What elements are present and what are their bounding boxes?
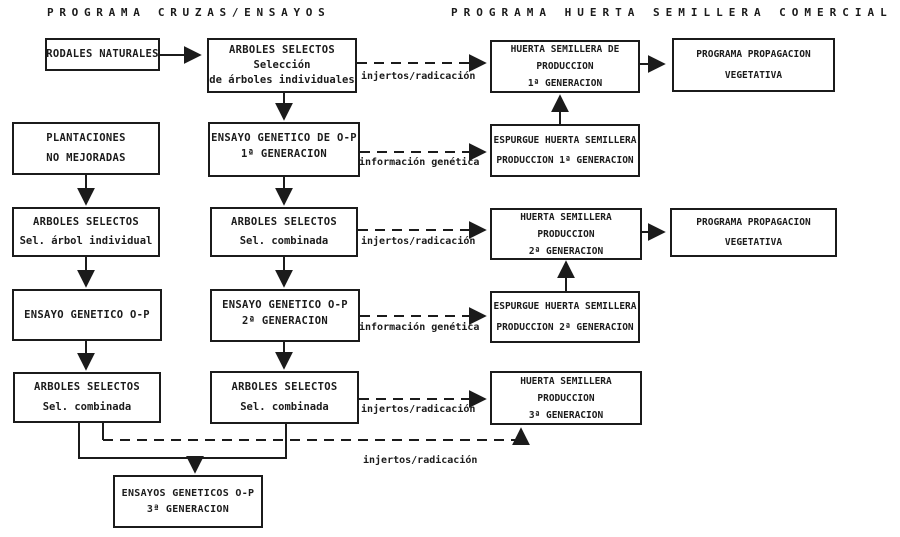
box-huerta-semillera-1gen: HUERTA SEMILLERA DE PRODUCCION 1ª GENERA… bbox=[490, 40, 640, 93]
box-espurgue-huerta-2gen: ESPURGUE HUERTA SEMILLERA PRODUCCION 2ª … bbox=[490, 291, 640, 343]
box-title: HUERTA SEMILLERA bbox=[520, 211, 612, 223]
box-title: ENSAYO GENETICO DE O-P bbox=[211, 132, 357, 144]
box-arboles-selectos-combinada-2: ARBOLES SELECTOS Sel. combinada bbox=[210, 207, 358, 257]
box-title: 3ª GENERACION bbox=[146, 504, 230, 515]
box-title: PRODUCCION bbox=[536, 61, 594, 72]
header-programa-huerta-semillera-comercial: PROGRAMA HUERTA SEMILLERA COMERCIAL bbox=[451, 6, 893, 19]
box-arboles-selectos-combinada-left: ARBOLES SELECTOS Sel. combinada bbox=[13, 372, 161, 423]
box-ensayo-genetico-op-left: ENSAYO GENETICO O-P bbox=[12, 289, 162, 341]
box-ensayos-geneticos-op-3gen: ENSAYOS GENETICOS O-P 3ª GENERACION bbox=[113, 475, 263, 528]
box-ensayo-genetico-op-2gen: ENSAYO GENETICO O-P 2ª GENERACION bbox=[210, 289, 360, 342]
box-title: HUERTA SEMILLERA DE bbox=[510, 44, 620, 55]
box-title: 2ª GENERACION bbox=[241, 315, 329, 327]
box-programa-propagacion-vegetativa-2: PROGRAMA PROPAGACION VEGETATIVA bbox=[670, 208, 837, 257]
box-title: ESPURGUE HUERTA SEMILLERA bbox=[493, 134, 637, 146]
box-title: HUERTA SEMILLERA bbox=[520, 375, 612, 387]
box-title: 2ª GENERACION bbox=[528, 245, 604, 257]
box-title: PROGRAMA PROPAGACION bbox=[696, 217, 811, 229]
box-title: PRODUCCION 1ª GENERACION bbox=[496, 155, 634, 167]
box-title: 1ª GENERACION bbox=[240, 148, 328, 160]
dashed-connectors bbox=[103, 54, 519, 441]
box-title: ARBOLES SELECTOS bbox=[229, 44, 335, 56]
box-huerta-semillera-2gen: HUERTA SEMILLERA PRODUCCION 2ª GENERACIO… bbox=[490, 208, 642, 260]
box-title: ARBOLES SELECTOS bbox=[231, 380, 338, 393]
box-title: PLANTACIONES bbox=[46, 131, 126, 144]
solid-connectors bbox=[77, 46, 666, 474]
box-title: RODALES NATURALES bbox=[46, 48, 159, 60]
box-title: 3ª GENERACION bbox=[528, 409, 604, 421]
box-title: 1ª GENERACION bbox=[527, 78, 603, 89]
box-subtitle: Sel. combinada bbox=[239, 235, 329, 248]
box-title: ENSAYO GENETICO O-P bbox=[222, 299, 348, 311]
edge-label-informacion-genetica-1: información genética bbox=[359, 157, 480, 168]
edge-label-injertos-radicacion-2: injertos/radicación bbox=[361, 236, 476, 247]
box-arboles-selectos-individuales: ARBOLES SELECTOS Selección de árboles in… bbox=[207, 38, 357, 93]
edge-label-injertos-radicacion-1: injertos/radicación bbox=[361, 71, 476, 82]
box-title: ENSAYOS GENETICOS O-P bbox=[121, 488, 255, 499]
box-arboles-selectos-arbol-individual: ARBOLES SELECTOS Sel. árbol individual bbox=[12, 207, 160, 257]
edge-label-injertos-radicacion-4: injertos/radicación bbox=[363, 455, 478, 466]
box-huerta-semillera-3gen: HUERTA SEMILLERA PRODUCCION 3ª GENERACIO… bbox=[490, 371, 642, 425]
box-subtitle: Sel. árbol individual bbox=[19, 235, 153, 248]
box-title: ENSAYO GENETICO O-P bbox=[24, 308, 150, 321]
box-title: ARBOLES SELECTOS bbox=[33, 215, 139, 228]
box-subtitle: Sel. combinada bbox=[42, 401, 132, 413]
box-title: PRODUCCION bbox=[537, 228, 595, 240]
box-rodales-naturales: RODALES NATURALES bbox=[45, 38, 160, 71]
box-subtitle: de árboles individuales bbox=[209, 74, 355, 86]
box-title: VEGETATIVA bbox=[724, 236, 783, 248]
edge-label-informacion-genetica-2: información genética bbox=[359, 322, 480, 333]
box-title: NO MEJORADAS bbox=[46, 152, 126, 165]
box-espurgue-huerta-1gen: ESPURGUE HUERTA SEMILLERA PRODUCCION 1ª … bbox=[490, 124, 640, 177]
box-title: PRODUCCION bbox=[537, 392, 595, 404]
box-title: VEGETATIVA bbox=[724, 70, 783, 81]
edge-label-injertos-radicacion-3: injertos/radicación bbox=[361, 404, 476, 415]
box-subtitle: Selección bbox=[253, 59, 311, 71]
box-subtitle: Sel. combinada bbox=[240, 401, 329, 414]
box-title: ARBOLES SELECTOS bbox=[34, 381, 140, 393]
box-title: PRODUCCION 2ª GENERACION bbox=[496, 321, 634, 333]
box-title: ESPURGUE HUERTA SEMILLERA bbox=[493, 301, 637, 313]
box-programa-propagacion-vegetativa-1: PROGRAMA PROPAGACION VEGETATIVA bbox=[672, 38, 835, 92]
box-ensayo-genetico-op-1gen: ENSAYO GENETICO DE O-P 1ª GENERACION bbox=[208, 122, 360, 177]
box-plantaciones-no-mejoradas: PLANTACIONES NO MEJORADAS bbox=[12, 122, 160, 175]
box-title: ARBOLES SELECTOS bbox=[231, 215, 337, 228]
box-arboles-selectos-combinada-3: ARBOLES SELECTOS Sel. combinada bbox=[210, 371, 359, 424]
box-title: PROGRAMA PROPAGACION bbox=[696, 49, 811, 60]
header-programa-cruzas-ensayos: PROGRAMA CRUZAS/ENSAYOS bbox=[47, 6, 331, 19]
